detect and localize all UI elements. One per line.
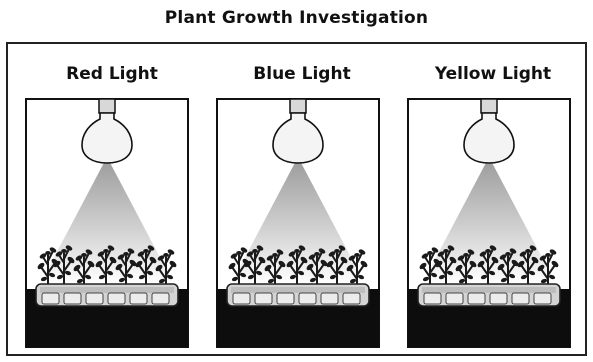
chamber-label-yellow: Yellow Light [434, 64, 552, 84]
chamber-label-blue: Blue Light [253, 64, 351, 84]
chamber-label-red: Red Light [66, 64, 158, 84]
chamber-red [26, 99, 188, 347]
chamber-yellow [408, 99, 570, 347]
chamber-blue [217, 99, 379, 347]
investigation-frame [6, 42, 587, 356]
diagram-title: Plant Growth Investigation [164, 8, 429, 28]
